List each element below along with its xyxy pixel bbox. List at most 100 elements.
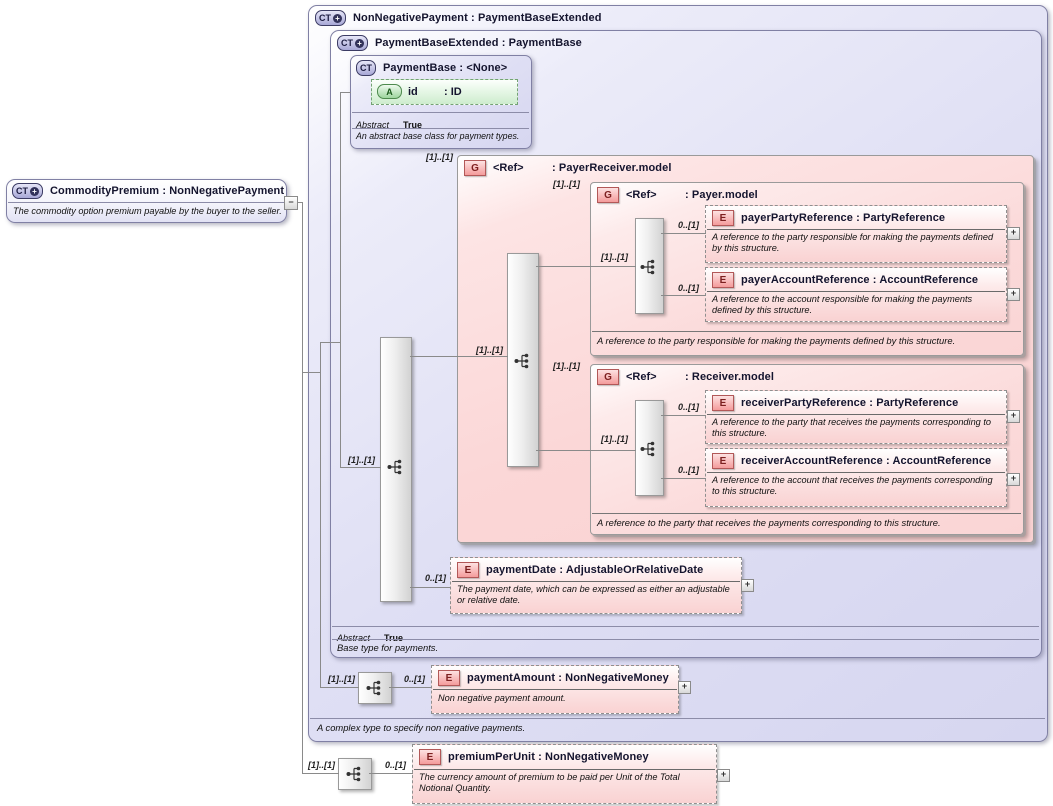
divider [352,128,529,129]
complex-type-box-commoditypremium[interactable]: CT+ CommodityPremium : NonNegativePaymen… [6,179,287,223]
group-footer: A reference to the party that receives t… [597,517,941,528]
ct-glyph: CT [16,186,28,196]
box-header: CT+ NonNegativePayment : PaymentBaseExte… [309,6,1047,30]
sequence-bar[interactable] [380,337,412,602]
sequence-icon [366,680,381,696]
element-title: paymentDate : AdjustableOrRelativeDate [486,564,704,576]
group-ref-label: <Ref> [493,162,524,174]
sequence-bar[interactable] [635,400,664,496]
derivation-plus-icon: + [30,186,39,196]
cardinality-label: 0..[1] [385,760,407,770]
attribute-row: A id : ID [372,80,517,103]
collapse-toggle[interactable]: − [284,196,298,210]
attribute-box-id[interactable]: A id : ID [371,79,518,105]
element-header: E payerAccountReference : AccountReferen… [706,268,1006,288]
element-description: A reference to the account responsible f… [712,294,973,315]
sequence-bar[interactable] [635,218,664,314]
box-footer: A complex type to specify non negative p… [317,722,526,733]
connector-line [320,342,321,688]
group-icon: G [597,187,619,203]
element-title: receiverPartyReference : PartyReference [741,397,959,409]
expand-button[interactable]: + [1007,227,1020,240]
element-box-payeraccountreference[interactable]: E payerAccountReference : AccountReferen… [705,267,1007,322]
element-header: E payerPartyReference : PartyReference [706,206,1006,226]
cardinality-label: [1]..[1] [553,361,580,371]
expand-button[interactable]: + [717,769,730,782]
sequence-icon [640,259,655,275]
element-box-paymentamount[interactable]: E paymentAmount : NonNegativeMoney Non n… [431,665,679,714]
divider [414,769,715,770]
element-title: receiverAccountReference : AccountRefere… [741,455,992,467]
connector-line [410,356,508,357]
element-title: premiumPerUnit : NonNegativeMoney [448,751,649,763]
expand-button[interactable]: + [1007,410,1020,423]
group-type-label: : Payer.model [685,189,758,201]
group-footer: A reference to the party responsible for… [597,335,956,346]
element-header: E paymentDate : AdjustableOrRelativeDate [451,558,741,578]
complex-type-icon: CT+ [12,183,43,199]
divider [707,229,1005,230]
element-description: The currency amount of premium to be pai… [419,772,680,793]
divider [352,112,529,113]
element-icon: E [419,749,441,765]
connector-line [302,372,321,373]
connector-line [340,467,381,468]
divider [592,331,1021,332]
group-ref-label: <Ref> [626,189,657,201]
connector-line [661,295,706,296]
cardinality-label: [1]..[1] [553,179,580,189]
element-box-paymentdate[interactable]: E paymentDate : AdjustableOrRelativeDate… [450,557,742,614]
divider [707,414,1005,415]
group-type-label: : PayerReceiver.model [552,162,672,174]
element-icon: E [712,395,734,411]
expand-button[interactable]: + [1007,473,1020,486]
connector-line [389,687,432,688]
group-header: G <Ref> : PayerReceiver.model [458,156,1033,180]
group-header: G <Ref> : Payer.model [591,183,1023,207]
connector-line [410,587,451,588]
element-header: E paymentAmount : NonNegativeMoney [432,666,678,686]
complex-type-icon: CT+ [337,35,368,51]
group-icon: G [597,369,619,385]
sequence-icon [640,441,655,457]
cardinality-label: 0..[1] [404,674,426,684]
sequence-box[interactable] [338,758,372,790]
connector-line [320,687,359,688]
box-header: CT PaymentBase : <None> [351,56,531,80]
connector-line [661,233,706,234]
connector-line [340,92,341,468]
divider [332,626,1039,627]
sequence-bar[interactable] [507,253,539,467]
expand-button[interactable]: + [741,579,754,592]
group-icon: G [464,160,486,176]
cardinality-label: [1]..[1] [601,252,628,262]
sequence-icon [387,459,402,475]
complex-type-box-paymentbase[interactable]: CT PaymentBase : <None> A id : ID Abstra… [350,55,532,149]
box-title: PaymentBaseExtended : PaymentBase [375,37,582,49]
expand-button[interactable]: + [678,681,691,694]
expand-button[interactable]: + [1007,288,1020,301]
connector-line [536,266,636,267]
cardinality-label: 0..[1] [678,220,700,230]
connector-line [661,415,706,416]
ct-glyph: CT [341,38,353,48]
element-box-payerpartyreference[interactable]: E payerPartyReference : PartyReference A… [705,205,1007,263]
abstract-label: Abstract [337,633,371,643]
ct-glyph: CT [360,63,372,73]
cardinality-label: [1]..[1] [328,674,355,684]
attribute-icon: A [377,84,402,99]
box-footer: Base type for payments. [337,642,439,653]
element-box-receiveraccountreference[interactable]: E receiverAccountReference : AccountRefe… [705,448,1007,507]
element-box-receiverpartyreference[interactable]: E receiverPartyReference : PartyReferenc… [705,390,1007,444]
group-ref-label: <Ref> [626,371,657,383]
sequence-box[interactable] [358,672,392,704]
divider [310,718,1045,719]
element-header: E receiverAccountReference : AccountRefe… [706,449,1006,469]
cardinality-label: [1]..[1] [476,345,503,355]
element-box-premiumperunit[interactable]: E premiumPerUnit : NonNegativeMoney The … [412,744,717,804]
connector-line [661,478,706,479]
element-title: paymentAmount : NonNegativeMoney [467,672,669,684]
